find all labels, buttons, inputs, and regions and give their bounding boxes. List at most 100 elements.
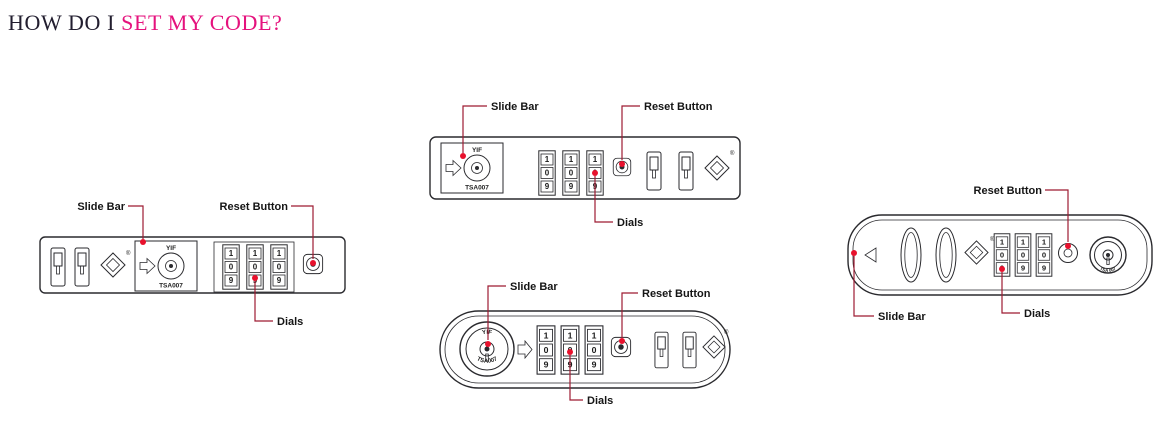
keyhole-slot xyxy=(485,353,489,362)
keyhole-ring-outer xyxy=(459,321,515,377)
slide-bar-callout-line xyxy=(462,105,487,153)
lock-outline xyxy=(439,310,731,389)
slide-bar-label: Slide Bar xyxy=(77,201,125,213)
keyhole-center xyxy=(484,346,490,352)
brand-diamond-icon xyxy=(702,335,726,359)
slot-oval-inner xyxy=(939,232,953,278)
reset-button-center xyxy=(1063,248,1073,258)
reset-button-callout: Reset Button xyxy=(220,201,316,266)
dials-callout-line xyxy=(569,355,583,401)
latch xyxy=(74,247,90,287)
lock-body-1: ® xyxy=(39,236,346,294)
lock-diagram-2: ® Slide Bar Reset Button Dials xyxy=(429,101,741,229)
lock-body-4: ® TSA 007 xyxy=(847,214,1153,296)
latch xyxy=(682,331,697,369)
keyhole-model-text: TSA007 xyxy=(476,356,499,365)
reset-button-callout-line xyxy=(621,105,640,160)
brand-diamond-icon xyxy=(964,240,989,265)
reset-button-callout-line xyxy=(621,292,638,338)
keyhole-ring-inner xyxy=(465,327,509,371)
keyhole-ring-outer xyxy=(1089,236,1127,274)
slide-bar-callout: Slide Bar xyxy=(485,281,558,347)
keyhole xyxy=(1102,249,1114,261)
registered-mark: ® xyxy=(990,236,995,243)
slot-oval xyxy=(900,227,922,283)
page-title: HOW DO I SET MY CODE? xyxy=(8,10,282,36)
reset-button-callout-line xyxy=(291,205,314,259)
keyhole-brand-text: YIF xyxy=(482,330,493,337)
page-title-highlight: SET MY CODE? xyxy=(121,10,283,35)
dial xyxy=(536,325,556,375)
slide-bar-callout: Slide Bar xyxy=(77,201,146,245)
lock-outline xyxy=(429,136,741,200)
reset-button-label: Reset Button xyxy=(220,201,289,213)
latch xyxy=(646,151,662,191)
reset-button-pointer-dot xyxy=(619,161,625,167)
page-title-prefix: HOW DO I xyxy=(8,10,122,35)
reset-button-callout-line xyxy=(1045,189,1069,242)
dials-callout: Dials xyxy=(592,170,643,229)
brand-diamond-icon xyxy=(704,155,730,181)
slide-bar-callout: Slide Bar xyxy=(851,250,926,323)
dial-frame xyxy=(213,241,295,293)
slide-bar-pointer-dot xyxy=(485,341,491,347)
slide-bar-panel xyxy=(440,142,504,194)
slide-arrow-icon xyxy=(517,339,533,360)
lock-diagram-3: YIF TSA007 ® Slide Bar Reset Button xyxy=(439,281,731,407)
reset-button-callout: Reset Button xyxy=(619,288,711,344)
dial xyxy=(562,150,580,196)
slide-bar-label: Slide Bar xyxy=(878,311,926,323)
dials-callout: Dials xyxy=(999,266,1050,320)
lock-outline xyxy=(847,214,1153,296)
dials-label: Dials xyxy=(587,395,613,407)
reset-button-pointer-dot xyxy=(310,260,316,266)
slide-bar-label: Slide Bar xyxy=(491,101,539,113)
reset-button-pointer-dot xyxy=(1065,243,1071,249)
slide-bar-callout-line xyxy=(487,285,506,340)
slide-bar-callout-line xyxy=(853,256,874,317)
slide-bar-callout-line xyxy=(128,205,144,239)
reset-button-label: Reset Button xyxy=(644,101,713,113)
latch xyxy=(654,331,669,369)
dials-callout-line xyxy=(594,176,613,223)
latch xyxy=(678,151,694,191)
registered-mark: ® xyxy=(724,329,729,336)
dial xyxy=(1014,233,1032,277)
slot-oval xyxy=(935,227,957,283)
latch xyxy=(50,247,66,287)
slide-bar-label: Slide Bar xyxy=(510,281,558,293)
slide-bar-panel xyxy=(134,240,198,292)
registered-mark: ® xyxy=(126,250,131,257)
reset-button-label: Reset Button xyxy=(642,288,711,300)
dial xyxy=(1035,233,1053,277)
lock-body-3: YIF TSA007 ® xyxy=(439,310,731,389)
lock-outline xyxy=(39,236,346,294)
keyhole-model-text: TSA 007 xyxy=(1099,266,1117,273)
dial xyxy=(222,244,240,290)
dials-callout: Dials xyxy=(567,349,613,407)
dials-pointer-dot xyxy=(567,349,573,355)
dials-pointer-dot xyxy=(592,170,598,176)
dials-label: Dials xyxy=(617,217,643,229)
lock-inner-outline xyxy=(444,315,726,384)
lock-diagram-1: ® Slide Bar Reset Button Dials xyxy=(39,201,346,328)
dials-label: Dials xyxy=(1024,308,1050,320)
dials-label: Dials xyxy=(277,316,303,328)
lock-diagram-4: ® TSA 007 Reset Button Slide Bar xyxy=(847,185,1153,323)
reset-button-callout: Reset Button xyxy=(974,185,1071,249)
slide-triangle-icon xyxy=(864,247,877,263)
dials-pointer-dot xyxy=(252,275,258,281)
slide-bar-pointer-dot xyxy=(460,153,466,159)
reset-button-callout: Reset Button xyxy=(619,101,713,167)
dial xyxy=(270,244,288,290)
dial xyxy=(538,150,556,196)
slide-bar-callout: Slide Bar xyxy=(460,101,539,159)
dials-callout-line xyxy=(254,281,273,322)
dial xyxy=(584,325,604,375)
keyhole-center xyxy=(1106,253,1110,257)
reset-button-pointer-dot xyxy=(619,338,625,344)
slide-bar-pointer-dot xyxy=(851,250,857,256)
brand-diamond-icon xyxy=(100,252,126,278)
dials-pointer-dot xyxy=(999,266,1005,272)
